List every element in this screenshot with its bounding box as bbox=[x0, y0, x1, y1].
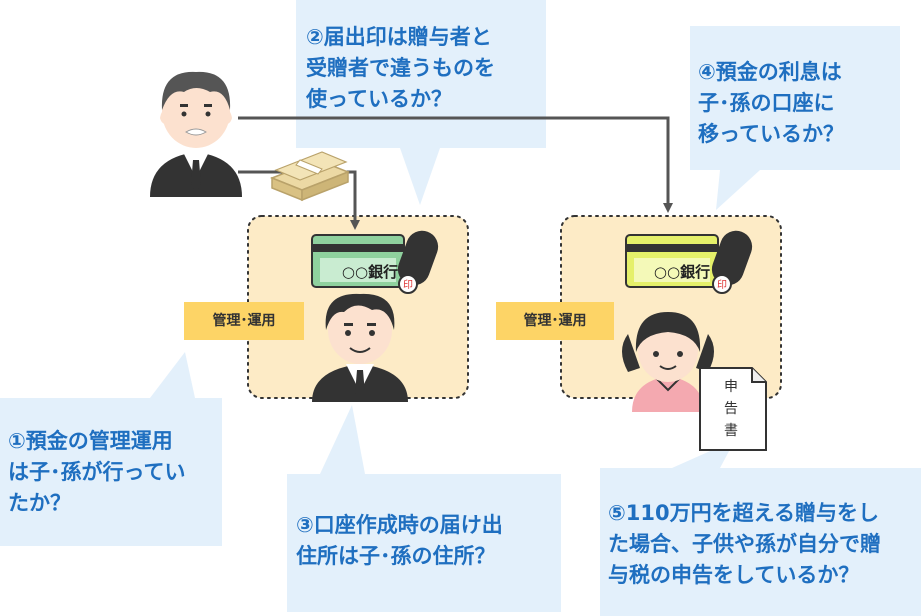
bubble-q3 bbox=[287, 405, 561, 612]
connector-bottom bbox=[238, 170, 360, 230]
bubble-q4 bbox=[690, 26, 900, 210]
seal-left-label: 印 bbox=[403, 279, 413, 291]
bubble-q1 bbox=[0, 352, 222, 546]
bankbook-left-label: ○○銀行 bbox=[342, 263, 398, 281]
bankbook-left bbox=[311, 234, 405, 288]
tax-return-document-label: 申 告 書 bbox=[724, 379, 738, 439]
tax-return-document-icon bbox=[699, 367, 767, 451]
tag-right bbox=[496, 302, 614, 340]
tag-right-label: 管理･運用 bbox=[523, 313, 587, 329]
seal-left-icon bbox=[397, 230, 439, 294]
granddaughter-icon bbox=[622, 312, 714, 412]
question-3-text: ③口座作成時の届け出 住所は子･孫の住所？ bbox=[296, 513, 503, 568]
bubble-q5 bbox=[600, 440, 921, 616]
bankbook-right bbox=[625, 234, 719, 288]
grandfather-icon bbox=[150, 71, 242, 197]
question-2-text: ②届出印は贈与者と 受贈者で違うものを 使っているか？ bbox=[306, 25, 495, 111]
bubble-q2 bbox=[296, 0, 546, 205]
connector-top bbox=[238, 116, 673, 213]
tag-left bbox=[184, 302, 304, 340]
tag-left-label: 管理･運用 bbox=[212, 313, 276, 329]
cash-bundle-icon bbox=[269, 151, 351, 202]
seal-right-icon bbox=[711, 230, 753, 294]
question-1-text: ①預金の管理運用 は子･孫が行ってい たか？ bbox=[8, 429, 186, 515]
bankbook-right-label: ○○銀行 bbox=[654, 263, 710, 281]
son-icon bbox=[312, 293, 408, 402]
seal-right-label: 印 bbox=[717, 279, 727, 291]
question-4-text: ④預金の利息は 子･孫の口座に 移っているか？ bbox=[698, 60, 844, 146]
question-5-text: ⑤110万円を超える贈与をし た場合、子供や孫が自分で贈 与税の申告をしているか… bbox=[608, 501, 881, 587]
